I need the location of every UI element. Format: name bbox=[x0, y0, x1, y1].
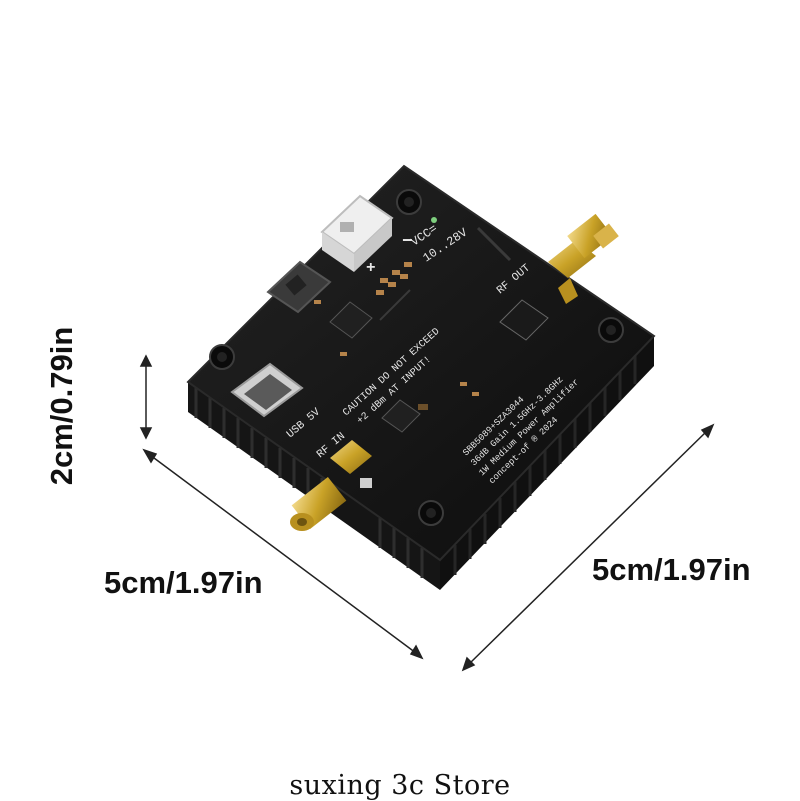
minus-sign: − bbox=[402, 232, 413, 252]
usb-c-port bbox=[230, 362, 304, 418]
width-right-dimension-label: 5cm/1.97in bbox=[592, 552, 751, 587]
width-left-arrow bbox=[149, 454, 417, 654]
rf-in-sma-connector bbox=[290, 440, 372, 531]
inductor bbox=[266, 260, 332, 314]
ic-chips bbox=[329, 299, 549, 433]
power-connector bbox=[320, 194, 394, 272]
smd-components bbox=[314, 262, 479, 410]
plus-sign: + bbox=[366, 259, 376, 277]
rf-out-sma-connector bbox=[548, 213, 619, 304]
width-right-arrow bbox=[467, 429, 709, 666]
width-left-dimension-label: 5cm/1.97in bbox=[104, 565, 263, 600]
height-dimension-label: 2cm/0.79in bbox=[44, 326, 79, 486]
mounting-holes bbox=[209, 189, 624, 526]
dimension-arrows bbox=[139, 354, 715, 672]
store-name: suxing 3c Store bbox=[289, 770, 511, 801]
